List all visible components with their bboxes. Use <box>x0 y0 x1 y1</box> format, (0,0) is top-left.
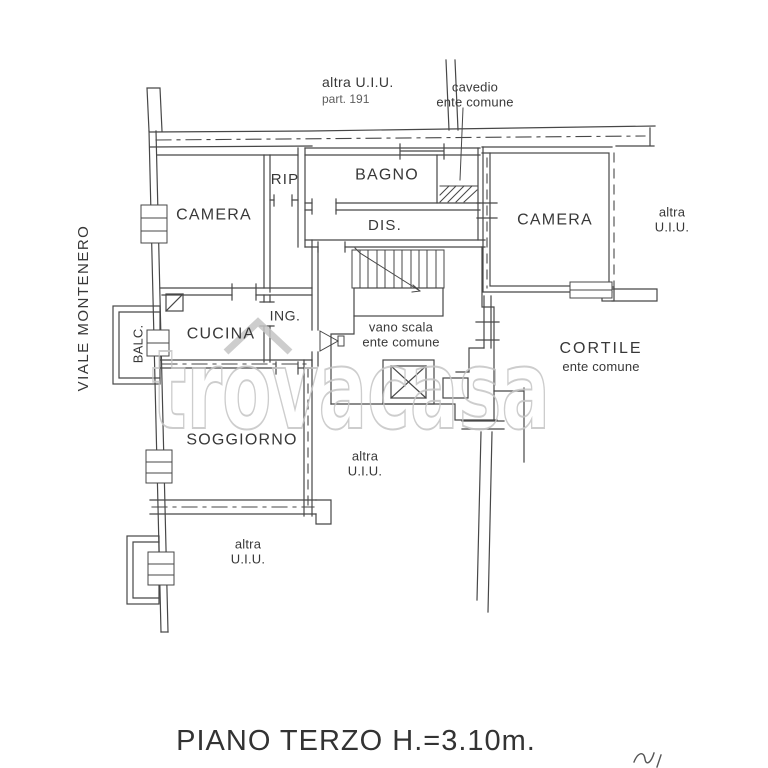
boundary-dashes <box>151 135 646 511</box>
entrance-door <box>319 330 345 352</box>
stairwell-walls <box>304 239 525 463</box>
center-unit-label: altra U.I.U. <box>347 448 383 479</box>
room-label-camera-right: CAMERA <box>517 211 593 229</box>
rip-walls <box>269 147 306 248</box>
floor-title: PIANO TERZO H.=3.10m. <box>176 724 536 757</box>
top-unit-label: altra U.I.U. part. 191 <box>322 74 394 106</box>
watermark-logo: trovacasa <box>151 317 551 455</box>
bagno-walls <box>304 143 481 241</box>
cavedio-label: cavedio ente comune <box>436 79 514 110</box>
room-label-cucina: CUCINA <box>186 325 256 343</box>
windows <box>140 204 613 586</box>
room-label-dis: DIS. <box>368 217 402 235</box>
stairs <box>351 247 445 317</box>
street-label: VIALE MONTENERO <box>75 224 93 392</box>
watermark-roof-icon <box>223 317 293 355</box>
signature-mark <box>633 752 662 768</box>
vano-scala-label: vano scala ente comune <box>362 319 440 350</box>
elevator <box>382 359 469 405</box>
top-unit-line1: altra U.I.U. <box>322 74 394 90</box>
soggiorno-walls <box>149 359 332 525</box>
camera-left-walls <box>156 154 313 301</box>
cortile-walls <box>455 295 505 613</box>
cavedio-hatch <box>439 185 478 203</box>
cucina-walls <box>165 293 275 363</box>
cavedio-leader-line <box>459 107 464 181</box>
room-label-ing: ING. <box>269 307 301 324</box>
shaft-box <box>442 377 469 399</box>
room-label-balc: BALC. <box>130 324 146 364</box>
watermark-text: trovacasa <box>152 326 550 454</box>
room-label-soggiorno: SOGGIORNO <box>186 431 298 449</box>
bottom-unit-label: altra U.I.U. <box>230 536 266 567</box>
right-unit-label: altra U.I.U. <box>654 204 690 235</box>
top-boundary-wall <box>149 59 656 148</box>
cortile-label: CORTILE ente comune <box>559 339 643 374</box>
room-label-camera-left: CAMERA <box>176 206 252 224</box>
room-label-rip: RIP <box>270 171 300 189</box>
top-unit-line2: part. 191 <box>322 92 370 106</box>
room-label-bagno: BAGNO <box>355 166 419 184</box>
